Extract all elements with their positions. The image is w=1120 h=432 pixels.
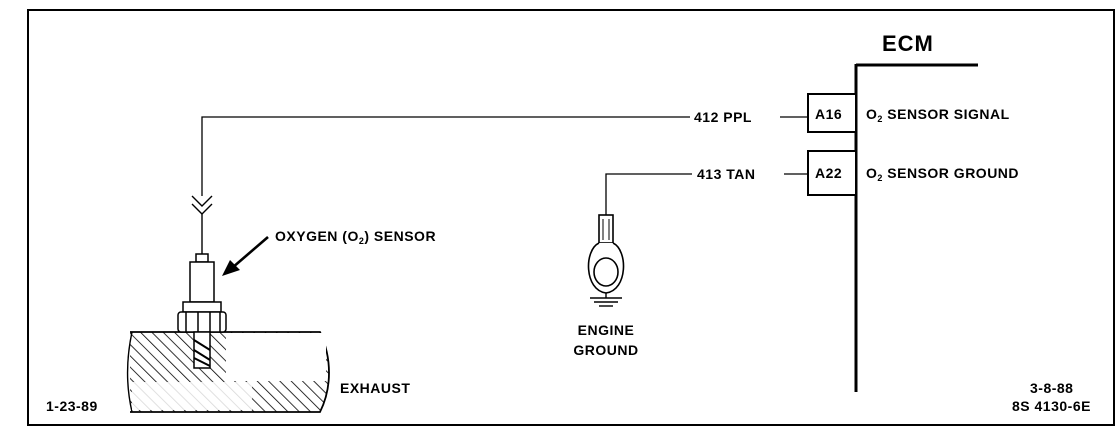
ground-symbol-icon — [590, 293, 622, 307]
reference-number: 8S 4130-6E — [1012, 398, 1091, 414]
oxygen-sensor-label: OXYGEN (O2) SENSOR — [275, 228, 437, 246]
engine-ground-label: ENGINE GROUND — [573, 322, 639, 358]
pin-box-a16 — [807, 93, 857, 133]
connector-chevron-icon — [191, 195, 213, 258]
pin-a22: A22 — [815, 165, 843, 181]
pin-a16: A16 — [815, 106, 843, 122]
wire-412 — [201, 116, 808, 196]
diagram-border — [27, 9, 1115, 426]
pin-a22-description: O2 SENSOR GROUND — [866, 165, 1020, 183]
oxygen-sensor-icon — [177, 253, 227, 369]
pin-a16-description: O2 SENSOR SIGNAL — [866, 106, 1010, 124]
reference-date: 3-8-88 — [1030, 380, 1074, 396]
ecm-label: ECM — [882, 31, 934, 56]
exhaust-pipe — [126, 331, 330, 413]
pin-box-a22 — [807, 150, 857, 196]
sensor-pointer-arrow-icon — [222, 236, 269, 276]
date-left: 1-23-89 — [46, 398, 98, 414]
wire-413-label: 413 TAN — [697, 166, 756, 182]
wire-413 — [605, 173, 808, 215]
exhaust-label: EXHAUST — [340, 380, 411, 396]
ground-terminal-icon — [587, 214, 625, 294]
wire-412-label: 412 PPL — [694, 109, 752, 125]
